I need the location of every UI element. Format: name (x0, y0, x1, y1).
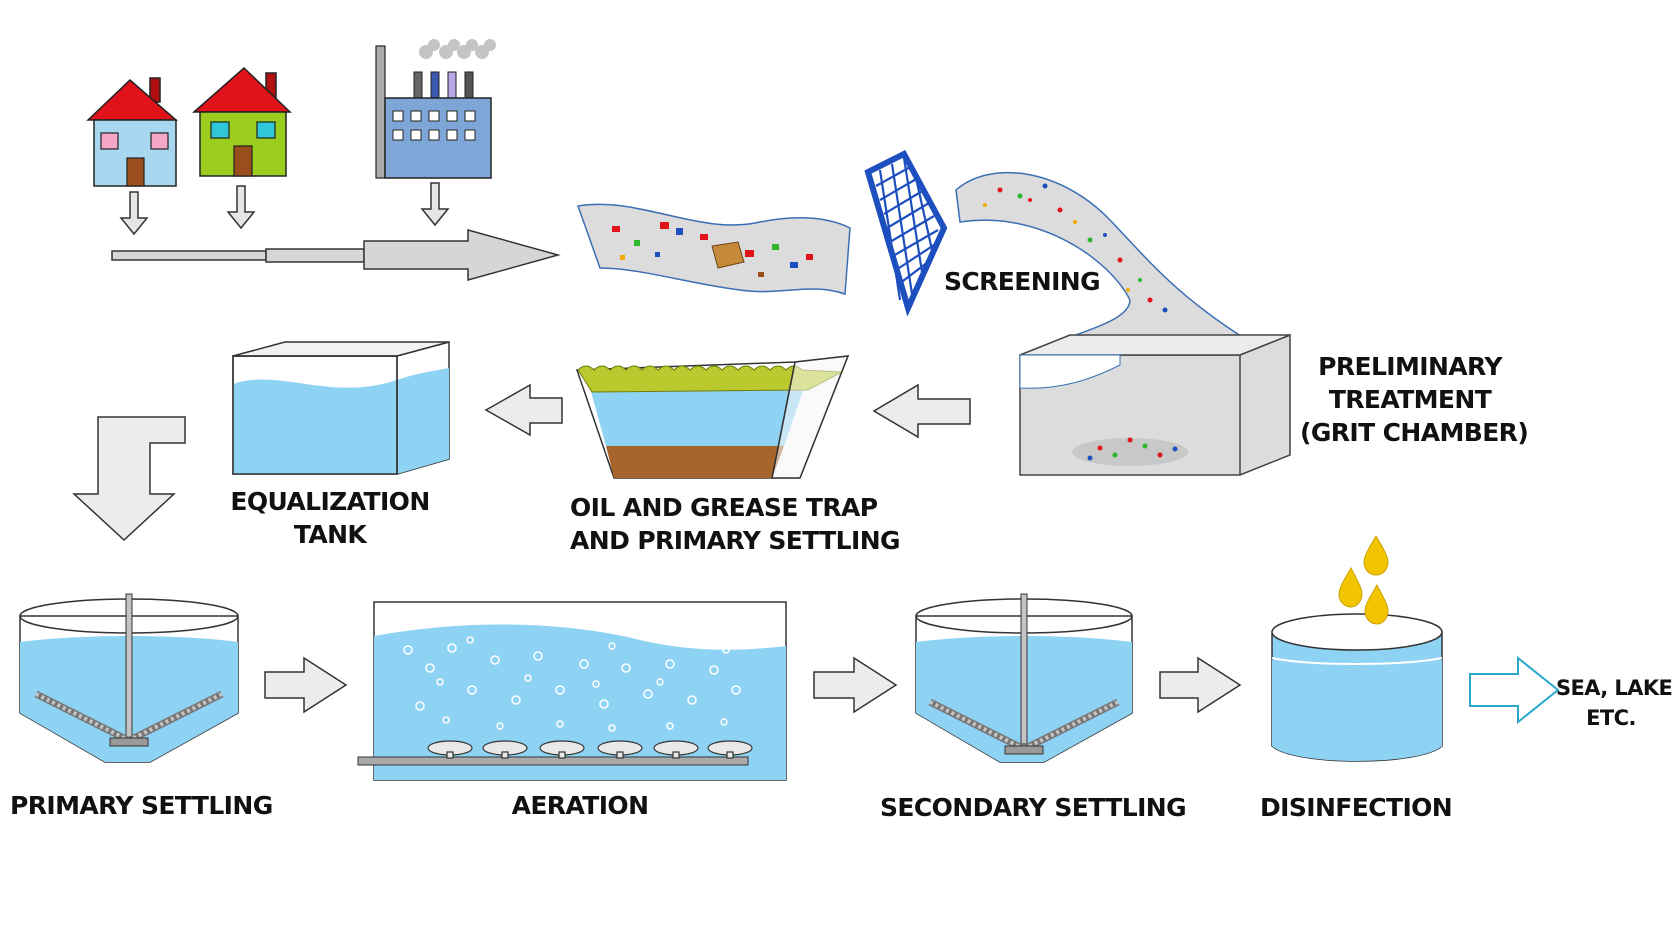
screened-flow (955, 171, 1263, 361)
chlorine-drop-icon (1338, 535, 1389, 625)
label-aeration: AERATION (511, 791, 649, 820)
label-line: AND PRIMARY SETTLING (570, 526, 901, 555)
label-screening: SCREENING (944, 267, 1101, 296)
flow-arrow-right (264, 656, 1242, 714)
aeration-basin (357, 601, 787, 781)
clarifier-icon (915, 593, 1133, 763)
label-line: PRELIMINARY (1318, 352, 1502, 381)
label-preliminary-treatment: PRELIMINARY TREATMENT (GRIT CHAMBER) (1300, 350, 1529, 449)
disinfection-tank (1271, 613, 1443, 762)
label-line: OIL AND GREASE TRAP (570, 493, 878, 522)
collector-pipe-arrow (111, 229, 561, 281)
flow-arrow-down (72, 416, 186, 542)
diffuser-icon (427, 740, 753, 759)
label-primary-settling: PRIMARY SETTLING (10, 791, 273, 820)
debris-particles (612, 222, 813, 277)
grit-chamber (1019, 333, 1291, 476)
label-outlet: SEA, LAKE, ETC. (1556, 673, 1672, 733)
source-down-arrows (119, 182, 450, 236)
air-bubbles (403, 636, 741, 732)
label-secondary-settling: SECONDARY SETTLING (880, 793, 1187, 822)
house-icon (86, 77, 179, 187)
screen-grid-icon (864, 150, 948, 317)
flow-arrow-left (484, 383, 971, 439)
label-line: TANK (293, 520, 367, 549)
label-oil-grease-trap: OIL AND GREASE TRAP AND PRIMARY SETTLING (570, 491, 901, 557)
equalization-tank (232, 341, 450, 475)
label-line: (GRIT CHAMBER) (1300, 418, 1529, 447)
label-disinfection: DISINFECTION (1260, 793, 1453, 822)
outlet-arrow (1469, 655, 1560, 725)
raw-wastewater-flow (576, 203, 851, 296)
clarifier-icon (19, 593, 239, 763)
label-line: EQUALIZATION (230, 487, 430, 516)
oil-grease-trap (575, 355, 850, 479)
label-equalization-tank: EQUALIZATION TANK (230, 485, 430, 551)
label-line: TREATMENT (1328, 385, 1492, 414)
house-icon (192, 66, 292, 177)
label-line: ETC. (1586, 706, 1636, 730)
label-line: SEA, LAKE, (1556, 676, 1672, 700)
factory-icon (375, 39, 496, 179)
